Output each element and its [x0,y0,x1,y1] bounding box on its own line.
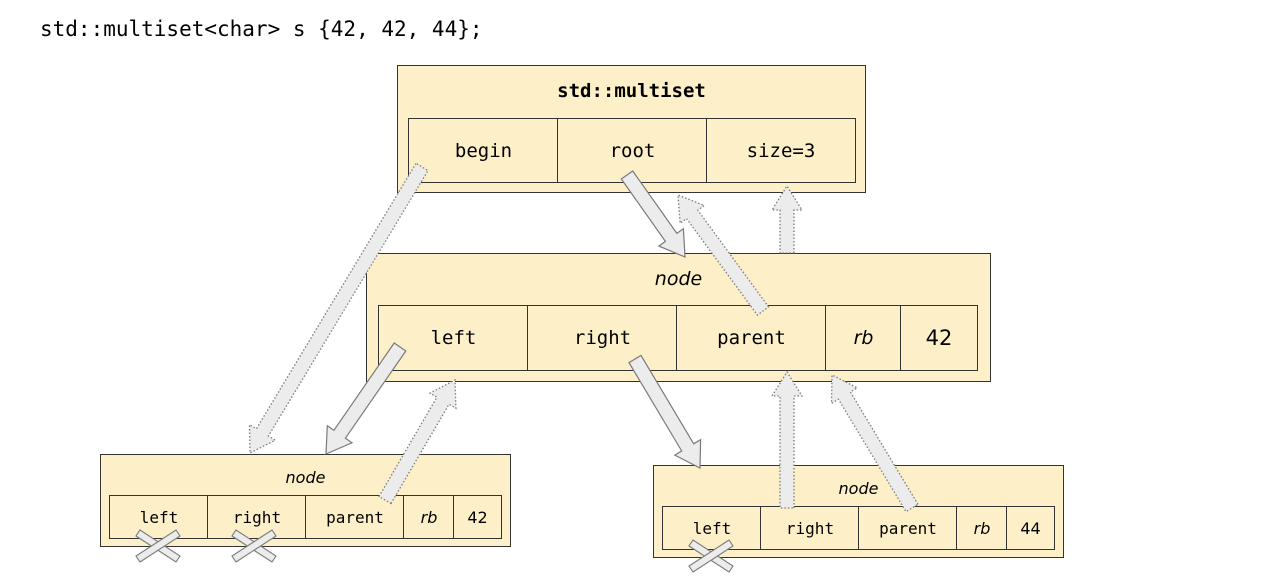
arrow-right-node-to-root-node-a [770,370,804,509]
multiset-title: std::multiset [557,80,706,102]
root-node-box: node left right parent rb 42 [366,253,991,382]
root-node-parent-field: parent [676,305,827,371]
left-node-box: node left right parent rb 42 [100,454,511,547]
arrow-shape [325,342,407,455]
arrow-root-right-to-right-node [628,354,702,469]
root-node-rb-field: rb [825,305,902,371]
arrow-shape [770,370,804,509]
right-node-left-field: left [662,506,762,550]
null-cross-left-node-left [135,529,181,563]
multiset-size-field: size=3 [706,118,856,183]
arrow-right-parent-to-root-node [830,373,919,513]
code-declaration: std::multiset<char> s {42, 42, 44}; [40,17,483,41]
null-cross-right-node-left [688,539,734,573]
arrow-shape [830,373,919,513]
arrow-shape [770,184,804,254]
root-node-right-field: right [527,305,678,371]
cross-bar [135,529,181,563]
root-node-title: node [654,268,703,290]
null-cross-left-node-right [231,529,277,563]
multiset-begin-field: begin [408,118,559,183]
right-node-value-field: 44 [1006,506,1055,550]
cross-bar [688,539,734,573]
left-node-value-field: 42 [453,495,502,539]
arrow-root-parent-to-multiset-size [770,184,804,254]
arrow-shape [620,170,686,258]
arrow-left-parent-to-root-node [378,378,457,505]
root-node-left-field: left [378,305,529,371]
left-node-right-field: right [207,495,307,539]
left-node-left-field: left [109,495,209,539]
cross-bar [231,529,277,563]
right-node-box: node left right parent rb 44 [653,465,1064,558]
left-node-rb-field: rb [403,495,455,539]
arrow-root-to-root-node [620,170,686,258]
right-node-title: node [838,479,879,498]
arrow-root-left-to-left-node [325,342,407,455]
arrow-shape [248,162,429,455]
root-node-value-field: 42 [900,305,978,371]
left-node-title: node [285,468,326,487]
right-node-right-field: right [760,506,860,550]
left-node-parent-field: parent [305,495,405,539]
arrow-shape [378,378,457,505]
arrow-begin-to-left-node [248,162,429,455]
arrow-root-parent-to-multiset-root [677,194,770,317]
arrow-shape [677,194,770,317]
arrow-shape [628,354,702,469]
